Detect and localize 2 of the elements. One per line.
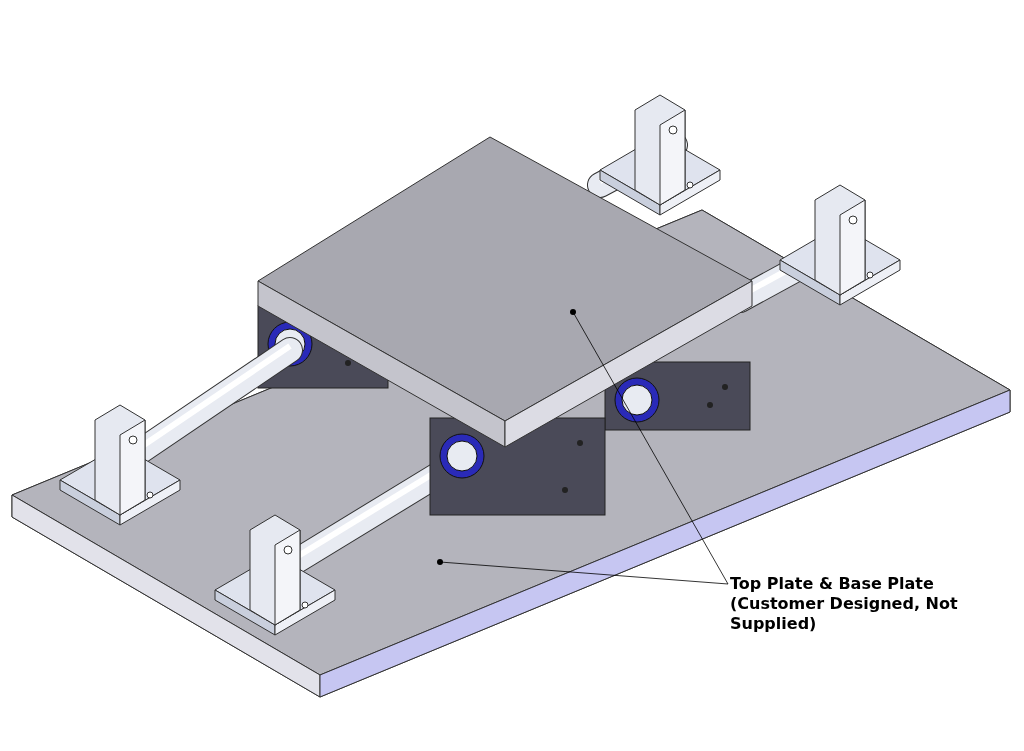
top-plate xyxy=(257,136,753,448)
callout-text: Top Plate & Base Plate (Customer Designed, Not Supplied) xyxy=(730,574,1010,634)
